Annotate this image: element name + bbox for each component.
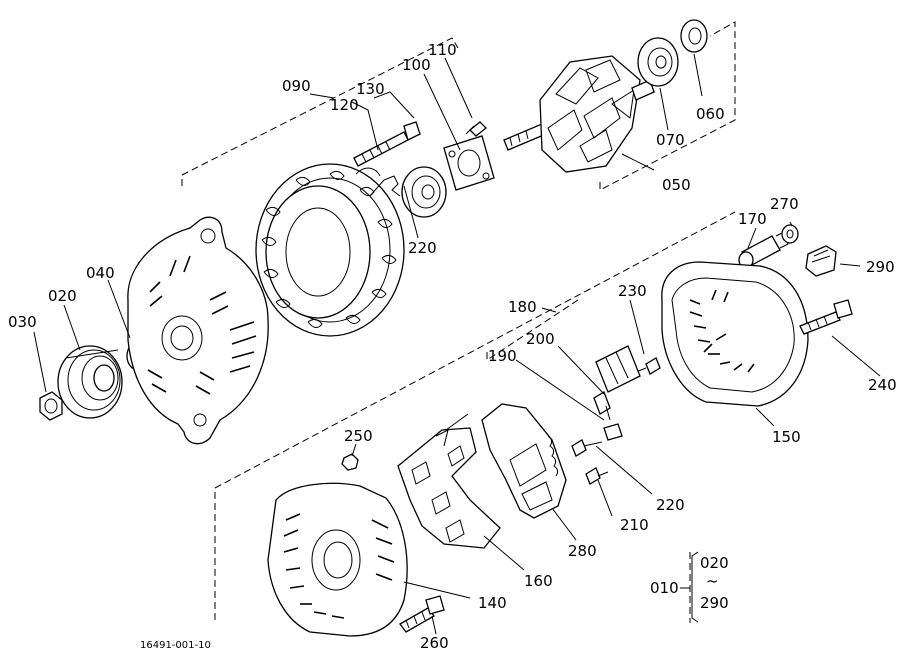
retainer-plate-100: [443, 135, 495, 191]
label-030: 030: [8, 313, 37, 331]
leader-lines: [33, 53, 881, 635]
screw-210: [585, 467, 609, 485]
label-110: 110: [428, 41, 457, 59]
front-housing: [127, 216, 269, 445]
label-140: 140: [478, 594, 507, 612]
screw-220-lower: [571, 439, 603, 457]
label-280: 280: [568, 542, 597, 560]
rectifier-160: [397, 413, 501, 549]
label-170: 170: [738, 210, 767, 228]
label-200: 200: [526, 330, 555, 348]
bearing-070: [637, 37, 679, 87]
label-020: 020: [48, 287, 77, 305]
assembly-label: 010: [650, 579, 679, 597]
cap-290: [805, 245, 837, 277]
nut-030: [39, 391, 63, 421]
screw-230: [635, 357, 661, 375]
label-250: 250: [344, 427, 373, 445]
rear-cover-150: [661, 261, 809, 407]
label-060: 060: [696, 105, 725, 123]
label-190: 190: [488, 347, 517, 365]
regulator-200: [593, 345, 641, 415]
brush-190: [603, 405, 623, 441]
label-050: 050: [662, 176, 691, 194]
assembly-range-end: 290: [700, 594, 729, 612]
label-290-part: 290: [866, 258, 895, 276]
label-120: 120: [330, 96, 359, 114]
label-210: 210: [620, 516, 649, 534]
label-260: 260: [420, 634, 449, 652]
nut-270: [781, 224, 799, 244]
label-180: 180: [508, 298, 537, 316]
upper-group-outline: [181, 21, 736, 191]
figure-code: 16491-001-10: [140, 640, 211, 651]
brush-holder-280: [481, 403, 567, 519]
label-070: 070: [656, 131, 685, 149]
stator-090: [255, 163, 405, 337]
bolt-260: [399, 595, 445, 633]
label-100: 100: [402, 56, 431, 74]
label-090: 090: [282, 77, 311, 95]
terminal-170: [738, 231, 789, 269]
rear-housing-140: [267, 482, 408, 637]
label-130: 130: [356, 80, 385, 98]
bearing-220-front: [401, 166, 447, 218]
bolt-120: [353, 121, 421, 167]
label-220-upper: 220: [408, 239, 437, 257]
assembly-bracket: [691, 551, 699, 623]
label-150: 150: [772, 428, 801, 446]
pulley-020: [57, 345, 123, 419]
screw-110: [465, 121, 487, 137]
assembly-range-sep: ~: [706, 572, 719, 590]
label-230: 230: [618, 282, 647, 300]
nut-250: [341, 453, 359, 471]
bolt-240: [799, 299, 853, 335]
assembly-range-start: 020: [700, 554, 729, 572]
label-270: 270: [770, 195, 799, 213]
rotor-050: [503, 55, 655, 173]
part-labels: 030 020 040 090 120 130 100 110 220 070 …: [8, 41, 897, 652]
clip-130: [369, 175, 401, 197]
label-160: 160: [524, 572, 553, 590]
label-220-lower: 220: [656, 496, 685, 514]
label-240: 240: [868, 376, 897, 394]
label-040: 040: [86, 264, 115, 282]
washer-060: [680, 19, 708, 53]
